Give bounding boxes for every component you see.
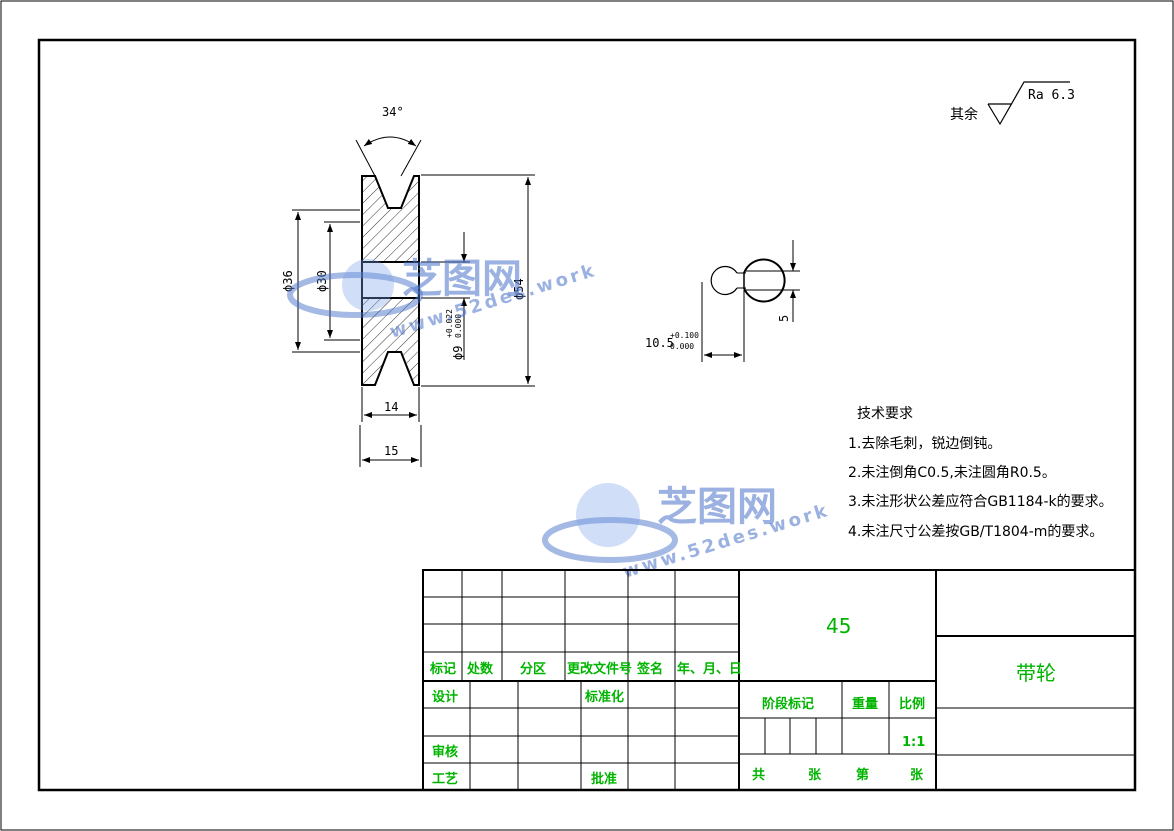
sheet-unit-label: 张 — [910, 768, 924, 783]
title-block — [422, 569, 1136, 791]
key-tol-low: 0.000 — [670, 342, 694, 351]
scale-label: 比例 — [899, 696, 925, 712]
tech-title: 技术要求 — [857, 406, 913, 422]
dia54-dimension: ϕ54 — [421, 174, 535, 387]
material: 45 — [826, 614, 851, 638]
dia9-label: ϕ9 — [451, 346, 465, 360]
hdr-count: 处数 — [466, 661, 494, 677]
drawing-border — [37, 38, 1137, 792]
dia9-tol-low: 0.000 — [454, 314, 463, 338]
watermark-brand: 芝图网 — [657, 484, 777, 530]
tech-item: 1.去除毛刺，锐边倒钝。 — [848, 436, 1001, 452]
roughness-value: Ra 6.3 — [1028, 88, 1075, 103]
approve-label: 批准 — [591, 771, 617, 787]
tech-item: 2.未注倒角C0.5,未注圆角R0.5。 — [848, 465, 1056, 481]
hdr-change-doc: 更改文件号 — [567, 661, 632, 677]
dia9-tol-up: +0.022 — [445, 309, 454, 338]
process-label: 工艺 — [432, 771, 458, 787]
key-tol-up: +0.100 — [670, 331, 699, 340]
watermark-brand: 芝图网 — [402, 256, 522, 302]
roughness-label: 其余 — [950, 106, 978, 123]
hdr-date: 年、月、日 — [677, 661, 742, 677]
tech-item: 4.未注尺寸公差按GB/T1804-m的要求。 — [848, 524, 1103, 540]
tech-requirements: 技术要求 1.去除毛刺，锐边倒钝。 2.未注倒角C0.5,未注圆角R0.5。 3… — [848, 406, 1113, 540]
scale-value: 1:1 — [902, 735, 925, 750]
part-name: 带轮 — [1016, 661, 1056, 685]
sheet-no-label: 第 — [856, 767, 869, 783]
angle-label: 34° — [382, 105, 404, 119]
key-depth-label: 10.5 — [645, 336, 674, 350]
globe-icon — [342, 259, 394, 311]
roughness-note: 其余 Ra 6.3 — [950, 81, 1075, 126]
sheets-unit-label: 张 — [808, 768, 822, 783]
angle-dimension: 34° — [355, 105, 422, 177]
watermark-2: 芝图网 www.52des.work — [542, 483, 832, 583]
keyway-end-view: 5 10.5 +0.100 0.000 — [645, 240, 800, 362]
standardize-label: 标准化 — [584, 689, 624, 705]
hdr-sign: 签名 — [636, 661, 663, 677]
hdr-zone: 分区 — [520, 661, 546, 677]
dia54-label: ϕ54 — [512, 278, 526, 300]
tech-item: 3.未注形状公差应符合GB1184-k的要求。 — [848, 493, 1113, 510]
dia9-dimension: ϕ9 +0.022 0.000 — [421, 232, 470, 360]
width15-label: 15 — [384, 444, 398, 458]
weight-label: 重量 — [852, 696, 878, 712]
width14-label: 14 — [384, 400, 398, 414]
key-width-label: 5 — [777, 315, 791, 322]
check-label: 审核 — [432, 744, 458, 760]
hdr-mark: 标记 — [429, 661, 456, 677]
width14-dimension: 14 — [361, 387, 420, 422]
stage-mark-label: 阶段标记 — [762, 696, 814, 712]
roughness-icon — [987, 81, 1070, 126]
title-block-text: 标记 处数 分区 更改文件号 签名 年、月、日 设计 标准化 审核 工艺 批准 … — [429, 614, 1056, 787]
pulley-section-view — [361, 175, 420, 386]
sheets-total-label: 共 — [752, 767, 765, 783]
width15-dimension: 15 — [359, 425, 422, 467]
design-label: 设计 — [432, 689, 458, 705]
globe-icon — [576, 483, 640, 547]
